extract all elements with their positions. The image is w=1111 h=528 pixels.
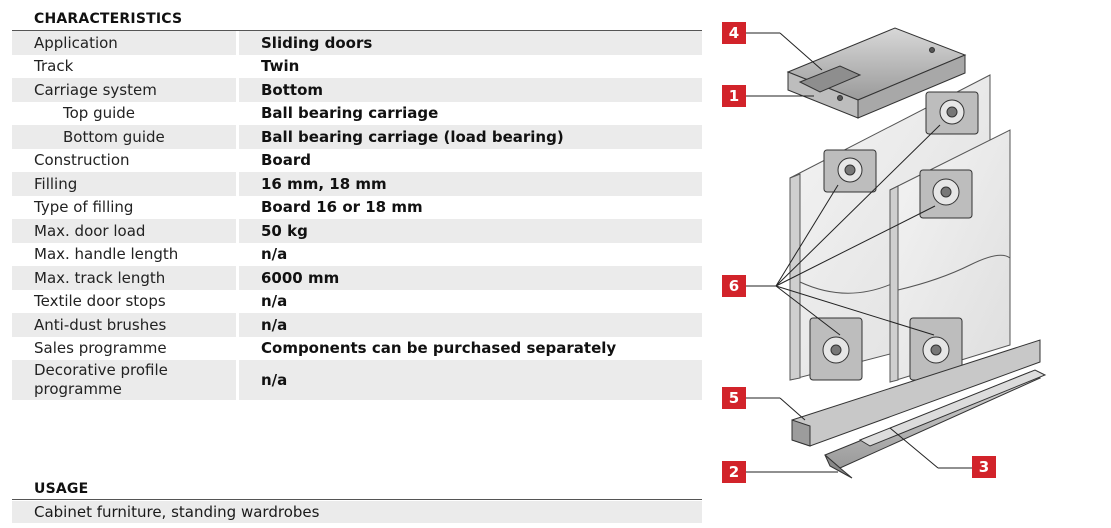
table-row: Anti-dust brushes n/a xyxy=(12,313,702,337)
row-label: Textile door stops xyxy=(12,289,236,313)
table-row: Max. door load 50 kg xyxy=(12,219,702,243)
row-label: Max. door load xyxy=(12,219,236,243)
table-row: Application Sliding doors xyxy=(12,31,702,55)
table-row: Construction Board xyxy=(12,148,702,172)
row-value: 50 kg xyxy=(239,219,702,243)
table-row: Decorative profile programme n/a xyxy=(12,360,702,400)
usage-title: USAGE xyxy=(34,481,89,497)
callout-label: 1 xyxy=(729,87,739,105)
top-carriage-rear xyxy=(823,149,877,193)
top-track xyxy=(786,27,967,119)
characteristics-rule xyxy=(12,30,702,31)
characteristics-table: Application Sliding doors Track Twin Car… xyxy=(12,31,702,400)
table-row: Max. handle length n/a xyxy=(12,242,702,266)
row-label: Max. handle length xyxy=(12,242,236,266)
table-row: Max. track length 6000 mm xyxy=(12,266,702,290)
bottom-profile xyxy=(791,339,1041,447)
usage-text: Cabinet furniture, standing wardrobes xyxy=(12,501,702,523)
row-label: Max. track length xyxy=(12,266,236,290)
row-label: Track xyxy=(12,54,236,78)
table-row: Filling 16 mm, 18 mm xyxy=(12,172,702,196)
callout-6: 6 xyxy=(722,275,746,297)
callout-2: 2 xyxy=(722,461,746,483)
characteristics-title: CHARACTERISTICS xyxy=(34,11,183,27)
table-row: Bottom guide Ball bearing carriage (load… xyxy=(12,125,702,149)
row-value: Ball bearing carriage xyxy=(239,101,702,125)
row-label: Anti-dust brushes xyxy=(12,313,236,337)
callout-1: 1 xyxy=(722,85,746,107)
row-label: Application xyxy=(12,31,236,55)
leader-lines xyxy=(746,32,972,473)
row-value: 16 mm, 18 mm xyxy=(239,172,702,196)
callout-label: 5 xyxy=(729,389,739,407)
table-row: Track Twin xyxy=(12,54,702,78)
row-value: Sliding doors xyxy=(239,31,702,55)
table-row: Sales programme Components can be purcha… xyxy=(12,336,702,360)
callout-label: 3 xyxy=(979,458,989,476)
sliding-door-diagram: 4 1 6 5 3 2 xyxy=(722,22,1047,483)
row-value: n/a xyxy=(239,289,702,313)
row-value: Board xyxy=(239,148,702,172)
bottom-carriage-rear xyxy=(809,317,863,381)
row-label: Sales programme xyxy=(12,336,236,360)
table-row: Carriage system Bottom xyxy=(12,78,702,102)
callout-3: 3 xyxy=(972,456,996,478)
bottom-carriage-front xyxy=(909,317,963,381)
row-label: Top guide xyxy=(12,101,236,125)
row-label: Construction xyxy=(12,148,236,172)
callout-4: 4 xyxy=(722,22,746,44)
table-row: Textile door stops n/a xyxy=(12,289,702,313)
callout-label: 2 xyxy=(729,463,739,481)
row-value: n/a xyxy=(239,242,702,266)
table-row: Type of filling Board 16 or 18 mm xyxy=(12,195,702,219)
row-value: Board 16 or 18 mm xyxy=(239,195,702,219)
row-value: Components can be purchased separately xyxy=(239,336,702,360)
row-label: Decorative profile programme xyxy=(12,360,236,400)
middle-carriage-front xyxy=(919,169,973,219)
row-label: Filling xyxy=(12,172,236,196)
row-value: 6000 mm xyxy=(239,266,702,290)
row-value: n/a xyxy=(239,313,702,337)
track-cover xyxy=(858,369,1047,447)
callout-5: 5 xyxy=(722,387,746,409)
callout-label: 4 xyxy=(729,24,739,42)
row-label: Bottom guide xyxy=(12,125,236,149)
row-value: Twin xyxy=(239,54,702,78)
row-value: Bottom xyxy=(239,78,702,102)
row-value: n/a xyxy=(239,360,702,400)
top-carriage-front xyxy=(925,91,979,135)
row-label: Type of filling xyxy=(12,195,236,219)
table-row: Top guide Ball bearing carriage xyxy=(12,101,702,125)
row-value: Ball bearing carriage (load bearing) xyxy=(239,125,702,149)
usage-rule xyxy=(12,499,702,500)
row-label: Carriage system xyxy=(12,78,236,102)
callout-label: 6 xyxy=(729,277,739,295)
